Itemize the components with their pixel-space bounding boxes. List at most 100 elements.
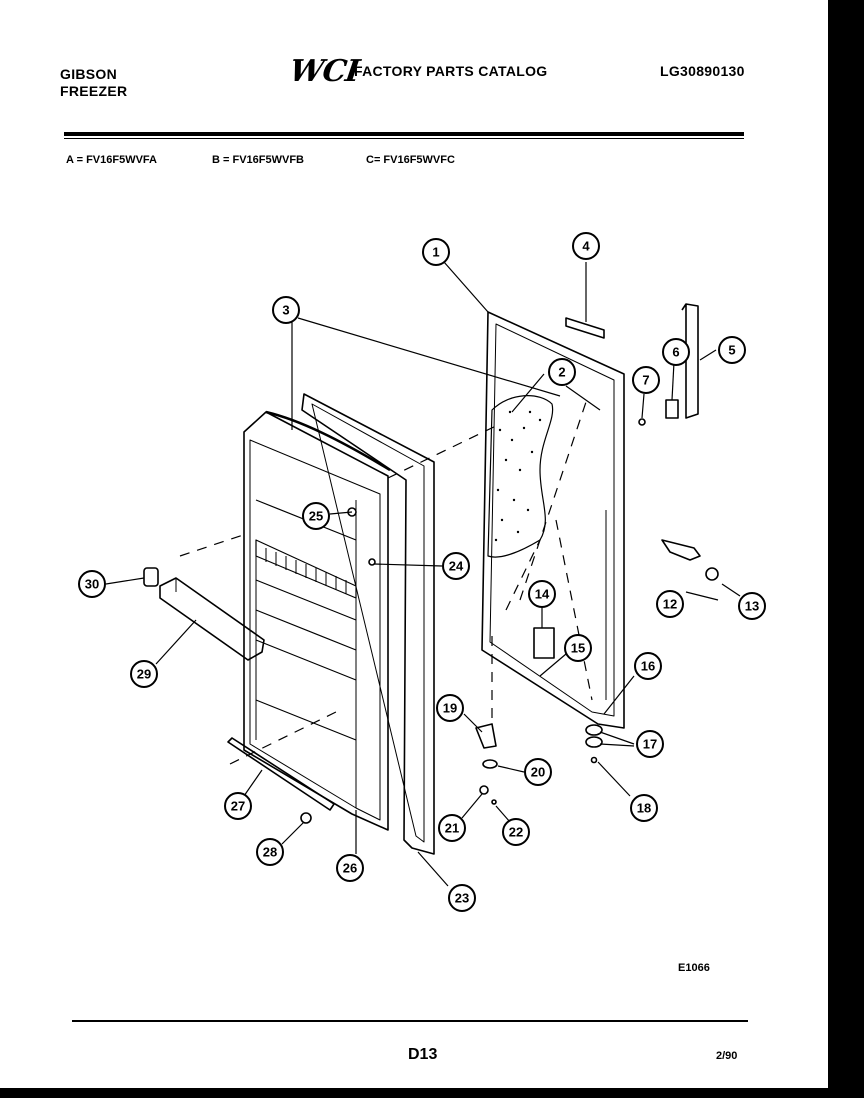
callout-circle xyxy=(224,792,252,820)
callout-label: 18 xyxy=(637,801,651,816)
callout-5: 5 xyxy=(718,336,746,364)
callout-circle xyxy=(630,794,658,822)
callout-23: 23 xyxy=(448,884,476,912)
door-gasket xyxy=(301,393,435,855)
page-border-bottom xyxy=(0,1088,864,1098)
shelf-grille xyxy=(265,548,347,594)
callout-circle xyxy=(502,818,530,846)
callout-label: 26 xyxy=(343,861,357,876)
callout-label: 2 xyxy=(558,365,565,380)
catalog-title: FACTORY PARTS CATALOG xyxy=(354,63,548,79)
leader-lines xyxy=(105,261,741,887)
callout-18: 18 xyxy=(630,794,658,822)
hinge-bushing xyxy=(482,759,498,769)
door-handle xyxy=(159,577,265,661)
callout-circle xyxy=(738,592,766,620)
header-rule-thin xyxy=(64,138,744,139)
callout-label: 19 xyxy=(443,701,457,716)
callout-circle xyxy=(256,838,284,866)
callout-3: 3 xyxy=(272,296,300,324)
callout-13: 13 xyxy=(738,592,766,620)
callout-label: 23 xyxy=(455,891,469,906)
callout-label: 1 xyxy=(432,245,439,260)
callout-circle xyxy=(662,338,690,366)
callout-25: 25 xyxy=(302,502,330,530)
callout-label: 21 xyxy=(445,821,459,836)
light-socket xyxy=(705,567,719,581)
callout-label: 22 xyxy=(509,825,523,840)
callout-circle xyxy=(436,694,464,722)
variant-c: C= FV16F5WVFC xyxy=(366,154,455,166)
product-type: FREEZER xyxy=(60,83,128,99)
callout-29: 29 xyxy=(130,660,158,688)
callout-circle xyxy=(718,336,746,364)
callout-label: 12 xyxy=(663,597,677,612)
callout-7: 7 xyxy=(632,366,660,394)
callout-15: 15 xyxy=(564,634,592,662)
callout-label: 6 xyxy=(672,345,679,360)
callout-label: 27 xyxy=(231,799,245,814)
callout-4: 4 xyxy=(572,232,600,260)
callout-circle xyxy=(656,590,684,618)
variant-b: B = FV16F5WVFB xyxy=(212,154,304,166)
door-liner-panel xyxy=(481,311,625,729)
callout-1: 1 xyxy=(422,238,450,266)
callout-17: 17 xyxy=(636,730,664,758)
callout-circle xyxy=(130,660,158,688)
callout-2: 2 xyxy=(548,358,576,386)
page-number: D13 xyxy=(408,1046,438,1063)
callout-circle xyxy=(524,758,552,786)
hinge-screw-top xyxy=(638,418,646,426)
gasket-screw xyxy=(368,558,376,566)
catalog-code: LG30890130 xyxy=(660,63,745,79)
callout-label: 7 xyxy=(642,373,649,388)
hinge-screw xyxy=(491,799,497,805)
footer-rule xyxy=(72,1020,748,1022)
revision-date: 2/90 xyxy=(716,1050,738,1062)
header-rule xyxy=(64,132,744,136)
foam-insulation xyxy=(487,395,554,558)
alignment-lines xyxy=(179,395,593,765)
callout-label: 5 xyxy=(728,343,735,358)
callout-12: 12 xyxy=(656,590,684,618)
callout-21: 21 xyxy=(438,814,466,842)
callout-circle xyxy=(336,854,364,882)
callout-22: 22 xyxy=(502,818,530,846)
page-border-right xyxy=(828,0,864,1098)
callout-label: 28 xyxy=(263,845,277,860)
variant-a: A = FV16F5WVFA xyxy=(66,154,157,166)
callout-label: 4 xyxy=(582,239,590,254)
callout-label: 17 xyxy=(643,737,657,752)
center-bracket xyxy=(533,627,555,659)
callout-20: 20 xyxy=(524,758,552,786)
callout-circle xyxy=(528,580,556,608)
callout-label: 15 xyxy=(571,641,585,656)
callout-24: 24 xyxy=(442,552,470,580)
grille-screw xyxy=(300,812,312,824)
callout-30: 30 xyxy=(78,570,106,598)
callout-circle xyxy=(272,296,300,324)
callout-label: 13 xyxy=(745,599,759,614)
handle-end-cap xyxy=(143,567,159,587)
bottom-hinge xyxy=(475,723,497,749)
callout-19: 19 xyxy=(436,694,464,722)
door-body xyxy=(243,410,391,831)
callout-circle xyxy=(634,652,662,680)
washer-lower xyxy=(585,736,603,748)
callout-circle xyxy=(636,730,664,758)
callout-14: 14 xyxy=(528,580,556,608)
callout-label: 16 xyxy=(641,659,655,674)
callout-label: 24 xyxy=(449,559,464,574)
toe-grille xyxy=(227,737,335,811)
bottom-screw xyxy=(590,756,598,764)
callout-28: 28 xyxy=(256,838,284,866)
top-strip xyxy=(565,317,605,339)
hinge-nut xyxy=(479,785,489,795)
callout-label: 14 xyxy=(535,587,550,602)
callout-26: 26 xyxy=(336,854,364,882)
callout-circle xyxy=(422,238,450,266)
callout-label: 29 xyxy=(137,667,151,682)
callout-label: 25 xyxy=(309,509,323,524)
